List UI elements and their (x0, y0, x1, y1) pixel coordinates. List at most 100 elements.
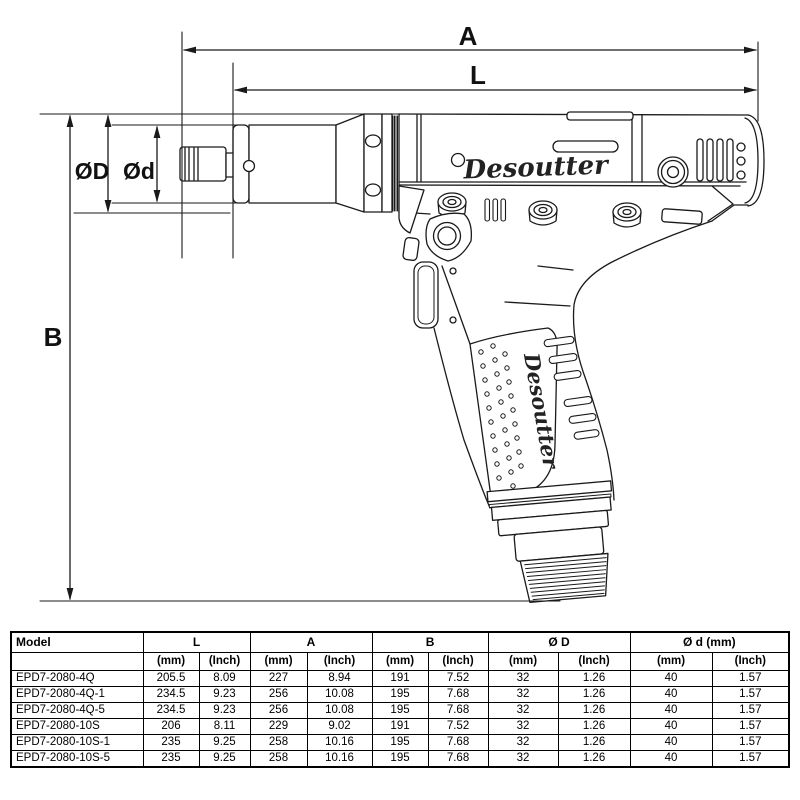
dimension-d-large (73, 114, 231, 214)
value-cell: 1.26 (557, 750, 631, 768)
spec-table-container: Model L A B Ø D Ø d (mm) (mm) (Inch) (mm… (10, 631, 791, 768)
dim-label-od: ØD (75, 158, 110, 184)
value-cell: 1.26 (557, 718, 631, 735)
table-row: EPD7-2080-4Q-5 234.5 9.23 256 10.08 195 … (10, 702, 790, 719)
trigger (413, 261, 439, 329)
value-cell: 7.52 (427, 718, 489, 735)
value-cell: 40 (629, 734, 713, 751)
value-cell: 8.09 (198, 670, 251, 687)
threaded-fitting (519, 552, 609, 604)
value-cell: 9.25 (198, 734, 251, 751)
dim-label-l: L (470, 60, 486, 90)
grip-ridges (543, 335, 600, 440)
value-cell: 40 (629, 702, 713, 719)
value-cell: 7.68 (427, 702, 489, 719)
value-cell: 195 (371, 702, 429, 719)
indicator-holes (736, 142, 746, 180)
value-cell: 10.08 (306, 702, 373, 719)
value-cell: 8.11 (198, 718, 251, 735)
value-cell: 195 (371, 734, 429, 751)
value-cell: 9.23 (198, 686, 251, 703)
model-cell: EPD7-2080-10S-5 (10, 750, 144, 768)
value-cell: 1.57 (711, 702, 790, 719)
torx-screw-icon (657, 156, 689, 188)
top-slot (566, 111, 634, 121)
value-cell: 191 (371, 670, 429, 687)
value-cell: 195 (371, 686, 429, 703)
spec-table: Model L A B Ø D Ø d (mm) (mm) (Inch) (mm… (10, 631, 791, 768)
value-cell: 206 (142, 718, 200, 735)
model-cell: EPD7-2080-10S (10, 718, 144, 735)
value-cell: 1.26 (557, 670, 631, 687)
table-row: EPD7-2080-10S 206 8.11 229 9.02 191 7.52… (10, 718, 790, 735)
value-cell: 1.26 (557, 686, 631, 703)
cable-connector (486, 480, 613, 604)
lower-housing (398, 185, 749, 234)
unit-inch: (Inch) (427, 652, 489, 671)
value-cell: 40 (629, 718, 713, 735)
value-cell: 32 (487, 734, 559, 751)
value-cell: 40 (629, 750, 713, 768)
table-row: EPD7-2080-10S-1 235 9.25 258 10.16 195 7… (10, 734, 790, 751)
dimension-l (232, 62, 757, 259)
value-cell: 10.16 (306, 734, 373, 751)
model-cell: EPD7-2080-4Q-1 (10, 686, 144, 703)
value-cell: 1.57 (711, 734, 790, 751)
motor-body (398, 111, 765, 215)
value-cell: 7.68 (427, 734, 489, 751)
value-cell: 8.94 (306, 670, 373, 687)
model-cell: EPD7-2080-4Q-5 (10, 702, 144, 719)
value-cell: 40 (629, 670, 713, 687)
spec-table-body: EPD7-2080-4Q 205.5 8.09 227 8.94 191 7.5… (10, 670, 790, 768)
header-model-empty (10, 652, 144, 671)
value-cell: 205.5 (142, 670, 200, 687)
value-cell: 9.25 (198, 750, 251, 768)
unit-mm: (mm) (487, 652, 559, 671)
dimension-b (39, 113, 561, 602)
vent-slots (696, 138, 734, 182)
table-row: EPD7-2080-4Q-1 234.5 9.23 256 10.08 195 … (10, 686, 790, 703)
model-cell: EPD7-2080-4Q (10, 670, 144, 687)
pistol-grip (433, 220, 713, 509)
value-cell: 234.5 (142, 686, 200, 703)
marking-dot (450, 152, 466, 168)
unit-mm: (mm) (629, 652, 713, 671)
value-cell: 7.52 (427, 670, 489, 687)
header-model: Model (10, 631, 144, 653)
value-cell: 10.08 (306, 686, 373, 703)
value-cell: 235 (142, 734, 200, 751)
side-tab (402, 237, 420, 261)
value-cell: 258 (249, 750, 308, 768)
value-cell: 1.26 (557, 734, 631, 751)
value-cell: 258 (249, 734, 308, 751)
chuck (179, 146, 235, 182)
value-cell: 1.57 (711, 670, 790, 687)
value-cell: 227 (249, 670, 308, 687)
value-cell: 10.16 (306, 750, 373, 768)
value-cell: 256 (249, 686, 308, 703)
dimension-a (181, 31, 759, 259)
value-cell: 234.5 (142, 702, 200, 719)
dome-screws (437, 192, 642, 228)
housing-slots (484, 198, 507, 222)
value-cell: 235 (142, 750, 200, 768)
dimension-d-small (111, 124, 241, 204)
header-group-od: Ø D (487, 631, 631, 653)
nose-assembly (179, 113, 400, 213)
header-group-a: A (249, 631, 373, 653)
brand-logo-body: Desoutter (462, 150, 610, 185)
table-row: EPD7-2080-10S-5 235 9.25 258 10.16 195 7… (10, 750, 790, 768)
value-cell: 32 (487, 702, 559, 719)
value-cell: 1.57 (711, 686, 790, 703)
value-cell: 7.68 (427, 686, 489, 703)
unit-mm: (mm) (249, 652, 308, 671)
model-cell: EPD7-2080-10S-1 (10, 734, 144, 751)
brand-logo-grip: Desoutter (519, 350, 564, 472)
unit-inch: (Inch) (557, 652, 631, 671)
value-cell: 7.68 (427, 750, 489, 768)
value-cell: 1.26 (557, 702, 631, 719)
value-cell: 1.57 (711, 718, 790, 735)
value-cell: 32 (487, 686, 559, 703)
unit-mm: (mm) (142, 652, 200, 671)
